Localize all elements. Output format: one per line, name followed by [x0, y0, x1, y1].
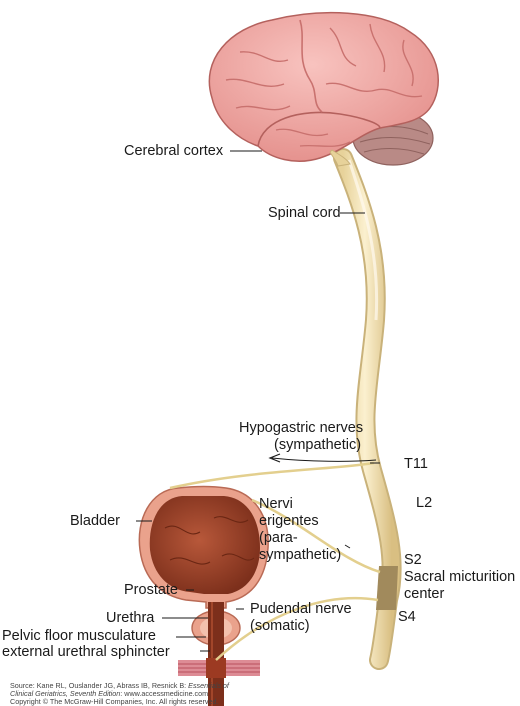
label-sacral-center: center: [404, 586, 445, 602]
bladder-organ: [138, 485, 269, 609]
label-pelvic-floor: Pelvic floor musculature: [2, 628, 156, 644]
hypogastric-arrow: [271, 457, 377, 462]
urethra-organ: [208, 602, 224, 706]
label-prostate: Prostate: [124, 582, 178, 598]
label-sacral-micturition: Sacral micturition: [404, 569, 516, 585]
label-erigentes: erigentes: [259, 513, 319, 529]
label-nervi: Nervi: [259, 496, 293, 512]
cerebrum: [208, 11, 439, 162]
pudendal-nerve: [215, 596, 379, 661]
sacral-micturition-center: [376, 566, 398, 610]
label-external-sphincter: external urethral sphincter: [2, 644, 170, 660]
label-pudendal-nerve: Pudendal nerve: [250, 601, 352, 617]
nervi-erigentes-nerve: [251, 498, 381, 574]
hypogastric-nerve: [169, 461, 375, 490]
label-s4: S4: [398, 609, 416, 625]
label-spinal-cord: Spinal cord: [268, 205, 341, 221]
label-urethra: Urethra: [106, 610, 155, 626]
source-line-1: Source: Kane RL, Ouslander JG, Abrass IB…: [10, 681, 229, 690]
label-bladder: Bladder: [70, 513, 120, 529]
label-l2: L2: [416, 495, 433, 511]
label-hypogastric-nerves: Hypogastric nerves: [239, 420, 364, 436]
copyright-line: Copyright © The McGraw-Hill Companies, I…: [10, 697, 219, 706]
label-s2: S2: [404, 552, 422, 568]
label-t11: T11: [404, 456, 428, 472]
brain: [208, 11, 439, 167]
label-para: (para-: [259, 530, 298, 546]
pelvic-floor-muscle: [178, 658, 260, 678]
label-pudendal-somatic: (somatic): [250, 618, 310, 634]
hypogastric-arrowhead: [268, 453, 281, 463]
label-sympathetic: sympathetic): [259, 547, 342, 563]
leader-nervi-erigentes: [344, 544, 351, 549]
leader-lines: [136, 150, 380, 652]
nerves: [169, 461, 381, 661]
source-line-2: Clinical Geriatrics, Seventh Edition: ww…: [10, 689, 209, 698]
label-cerebral-cortex: Cerebral cortex: [124, 143, 224, 159]
label-hypogastric-sympathetic: (sympathetic): [274, 437, 362, 453]
